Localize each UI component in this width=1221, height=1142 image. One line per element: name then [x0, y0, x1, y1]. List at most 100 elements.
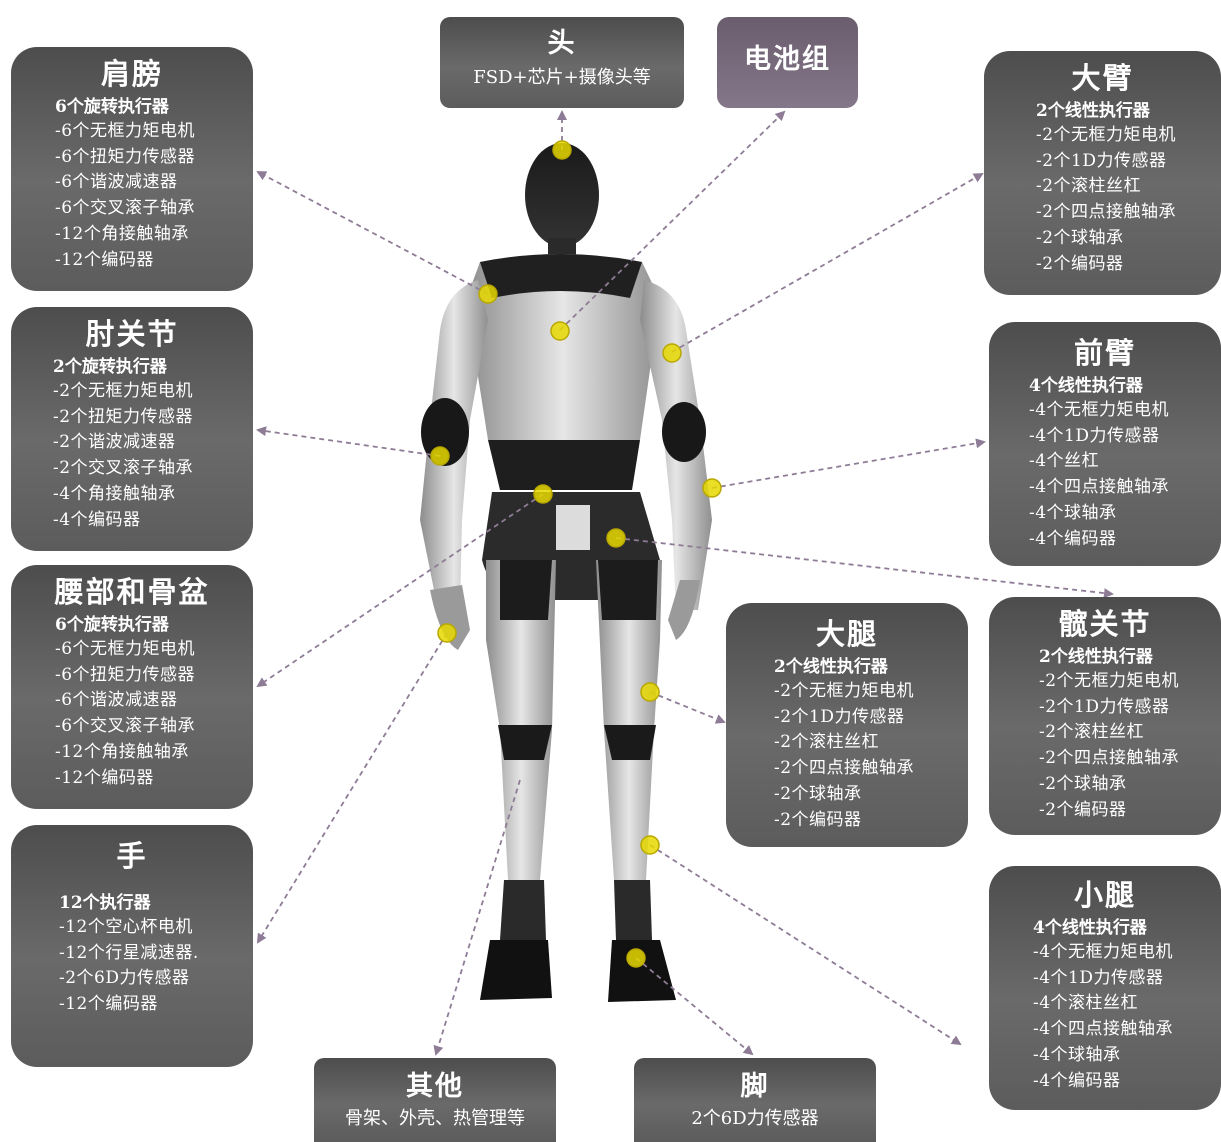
- head-title: 头: [547, 28, 577, 59]
- connector-upperarm: [671, 173, 984, 353]
- foot-card: 脚 2个6D力传感器: [634, 1058, 876, 1142]
- hip-title: 髋关节: [1058, 607, 1152, 641]
- list-item: -2个编码器: [1039, 799, 1127, 820]
- head-desc: FSD+芯片+摄像头等: [473, 67, 651, 88]
- hip-card: 髋关节 2个线性执行器 -2个无框力矩电机 -2个1D力传感器 -2个滚柱丝杠 …: [989, 597, 1221, 835]
- connector-other: [433, 779, 521, 1056]
- upperarm-card: 大臂 2个线性执行器 -2个无框力矩电机 -2个1D力传感器 -2个滚柱丝杠 -…: [984, 51, 1221, 295]
- list-item: -4个球轴承: [1033, 1044, 1121, 1065]
- marker-upperarm: [662, 343, 682, 363]
- list-item: -12个编码器: [55, 249, 154, 270]
- forearm-list: -4个无框力矩电机 -4个1D力传感器 -4个丝杠 -4个四点接触轴承 -4个球…: [1029, 398, 1221, 552]
- battery-card: 电池组: [717, 17, 858, 108]
- list-item: -2个无框力矩电机: [1039, 671, 1180, 691]
- list-item: -2个1D力传感器: [1036, 150, 1167, 171]
- list-item: -2个扭矩力传感器: [53, 406, 194, 427]
- foot-title: 脚: [740, 1071, 770, 1102]
- connector-hand: [256, 632, 448, 944]
- marker-thigh: [640, 682, 660, 702]
- list-item: -2个四点接触轴承: [1039, 748, 1180, 769]
- forearm-card: 前臂 4个线性执行器 -4个无框力矩电机 -4个1D力传感器 -4个丝杠 -4个…: [989, 322, 1221, 566]
- connector-thigh: [649, 691, 726, 724]
- marker-battery: [550, 321, 570, 341]
- thigh-sub: 2个线性执行器: [774, 657, 888, 677]
- list-item: -4个1D力传感器: [1033, 967, 1164, 988]
- waist-list: -6个无框力矩电机 -6个扭矩力传感器 -6个谐波减速器 -6个交叉滚子轴承 -…: [55, 637, 253, 791]
- list-item: -2个无框力矩电机: [1036, 125, 1177, 145]
- waist-title: 腰部和骨盆: [54, 575, 210, 609]
- list-item: -4个无框力矩电机: [1029, 400, 1170, 420]
- elbow-sub: 2个旋转执行器: [53, 357, 167, 377]
- marker-foot: [626, 948, 646, 968]
- forearm-title: 前臂: [1073, 336, 1136, 370]
- other-card: 其他 骨架、外壳、热管理等: [314, 1058, 556, 1142]
- list-item: -2个滚柱丝杠: [1036, 176, 1142, 197]
- marker-waist: [533, 484, 553, 504]
- marker-shoulder: [478, 284, 498, 304]
- list-item: -12个行星减速器.: [59, 942, 199, 963]
- list-item: -4个编码器: [1033, 1070, 1121, 1091]
- calf-card: 小腿 4个线性执行器 -4个无框力矩电机 -4个1D力传感器 -4个滚柱丝杠 -…: [989, 866, 1221, 1110]
- connector-elbow: [256, 426, 441, 457]
- list-item: -4个角接触轴承: [53, 483, 176, 504]
- list-item: -2个无框力矩电机: [774, 681, 915, 701]
- list-item: -6个谐波减速器: [55, 172, 178, 193]
- list-item: -2个滚柱丝杠: [1039, 722, 1145, 743]
- list-item: -2个编码器: [774, 809, 862, 830]
- list-item: -2个编码器: [1036, 253, 1124, 274]
- joint-markers: [430, 140, 722, 968]
- elbow-card: 肘关节 2个旋转执行器 -2个无框力矩电机 -2个扭矩力传感器 -2个谐波减速器…: [11, 307, 253, 551]
- list-item: -4个编码器: [1029, 528, 1117, 549]
- list-item: -6个谐波减速器: [55, 690, 178, 711]
- list-item: -2个四点接触轴承: [774, 758, 915, 779]
- hip-sub: 2个线性执行器: [1039, 647, 1153, 667]
- waist-sub: 6个旋转执行器: [55, 615, 169, 635]
- list-item: -2个滚柱丝杠: [774, 732, 880, 753]
- connector-foot: [635, 957, 754, 1056]
- connector-shoulder: [256, 171, 489, 295]
- list-item: -2个交叉滚子轴承: [53, 458, 194, 479]
- list-item: -2个1D力传感器: [774, 706, 905, 727]
- calf-title: 小腿: [1073, 878, 1136, 912]
- list-item: -6个扭矩力传感器: [55, 146, 196, 167]
- list-item: -2个球轴承: [1039, 773, 1127, 794]
- hand-card: 手 12个执行器 -12个空心杯电机 -12个行星减速器. -2个6D力传感器 …: [11, 825, 253, 1067]
- forearm-sub: 4个线性执行器: [1029, 376, 1143, 396]
- list-item: -2个四点接触轴承: [1036, 202, 1177, 223]
- list-item: -12个空心杯电机: [59, 917, 193, 937]
- upperarm-sub: 2个线性执行器: [1036, 101, 1150, 121]
- head-card: 头 FSD+芯片+摄像头等: [440, 17, 684, 108]
- shoulder-title: 肩膀: [100, 57, 163, 91]
- upperarm-title: 大臂: [1071, 61, 1134, 95]
- list-item: -2个球轴承: [1036, 227, 1124, 248]
- list-item: -4个丝杠: [1029, 451, 1100, 472]
- list-item: -2个球轴承: [774, 783, 862, 804]
- list-item: -4个四点接触轴承: [1033, 1019, 1174, 1040]
- list-item: -6个无框力矩电机: [55, 121, 196, 141]
- marker-forearm: [702, 478, 722, 498]
- list-item: -12个角接触轴承: [55, 741, 189, 762]
- connector-forearm: [711, 438, 986, 489]
- marker-head: [552, 140, 572, 160]
- list-item: -12个角接触轴承: [55, 223, 189, 244]
- connector-waist: [256, 493, 544, 688]
- connector-hip: [615, 537, 1114, 599]
- upperarm-list: -2个无框力矩电机 -2个1D力传感器 -2个滚柱丝杠 -2个四点接触轴承 -2…: [1036, 123, 1221, 277]
- list-item: -2个谐波减速器: [53, 432, 176, 453]
- list-item: -4个编码器: [53, 509, 141, 530]
- list-item: -6个交叉滚子轴承: [55, 716, 196, 737]
- hip-list: -2个无框力矩电机 -2个1D力传感器 -2个滚柱丝杠 -2个四点接触轴承 -2…: [1039, 669, 1221, 823]
- marker-hand: [437, 623, 457, 643]
- list-item: -12个编码器: [59, 994, 158, 1015]
- list-item: -12个编码器: [55, 767, 154, 788]
- robot-body: [420, 143, 712, 1002]
- battery-title: 电池组: [744, 44, 831, 75]
- list-item: -6个交叉滚子轴承: [55, 198, 196, 219]
- thigh-list: -2个无框力矩电机 -2个1D力传感器 -2个滚柱丝杠 -2个四点接触轴承 -2…: [774, 679, 968, 833]
- elbow-list: -2个无框力矩电机 -2个扭矩力传感器 -2个谐波减速器 -2个交叉滚子轴承 -…: [53, 379, 253, 533]
- shoulder-list: -6个无框力矩电机 -6个扭矩力传感器 -6个谐波减速器 -6个交叉滚子轴承 -…: [55, 119, 253, 273]
- other-title: 其他: [406, 1071, 464, 1102]
- list-item: -6个无框力矩电机: [55, 639, 196, 659]
- shoulder-card: 肩膀 6个旋转执行器 -6个无框力矩电机 -6个扭矩力传感器 -6个谐波减速器 …: [11, 47, 253, 291]
